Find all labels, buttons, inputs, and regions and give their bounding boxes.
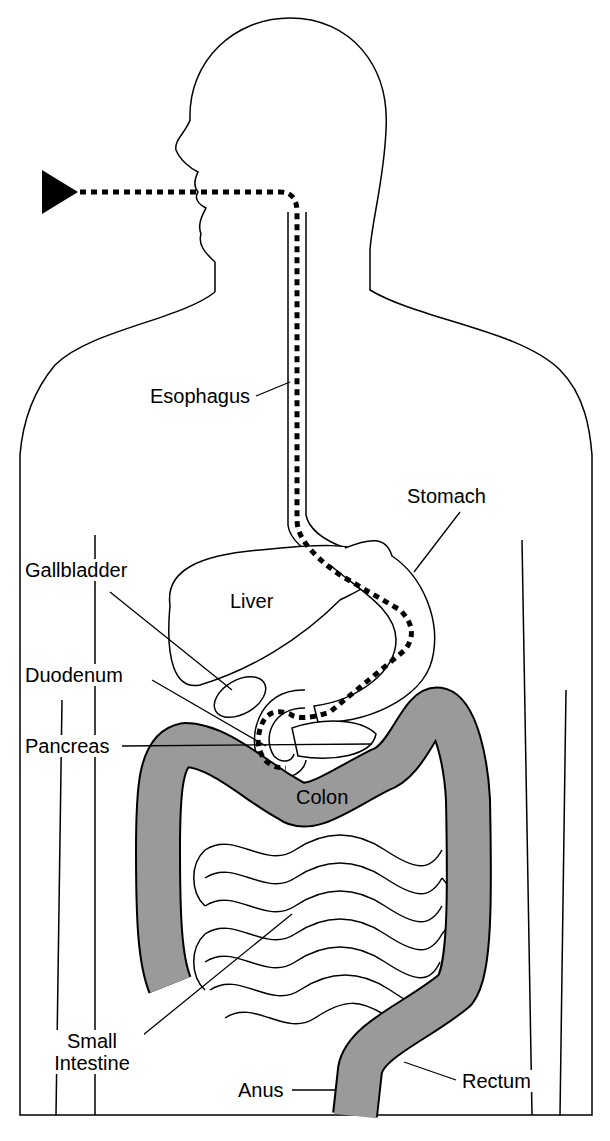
leader-line (110, 592, 232, 690)
leader-line (292, 1089, 336, 1090)
intestine-loop (205, 835, 442, 866)
intestine-loop (225, 1003, 385, 1023)
part-label: Small Intestine (40, 1030, 144, 1074)
leader-line (414, 512, 460, 572)
intestine-loop (205, 863, 442, 894)
colon-outline (158, 710, 469, 1115)
part-label: Liver (228, 590, 275, 612)
arm-line (94, 535, 96, 1115)
leader-line (122, 744, 372, 746)
intestine-loop (205, 919, 442, 950)
pancreas-outline (292, 721, 376, 758)
frame-line (20, 455, 592, 1115)
part-label: Esophagus (148, 385, 252, 407)
leader-line (404, 1062, 456, 1080)
part-label: Stomach (405, 485, 488, 507)
part-label: Pancreas (23, 735, 112, 757)
food-path (80, 192, 411, 768)
part-label: Anus (236, 1079, 286, 1101)
part-label: Gallbladder (23, 559, 129, 581)
leader-line (132, 914, 292, 1044)
leader-line (256, 382, 290, 396)
part-label: Colon (294, 786, 350, 808)
intestine-loop (205, 947, 440, 978)
colon-fill (158, 710, 469, 1116)
intestine-loop (194, 850, 453, 990)
part-label: Duodenum (23, 664, 125, 686)
esophagus-wall (288, 212, 330, 565)
body-outline (20, 292, 215, 455)
arm-line (522, 540, 532, 1115)
leader-line (152, 680, 266, 746)
entry-arrowhead (42, 170, 78, 214)
arm-line (560, 690, 566, 1115)
intestine-loop (210, 975, 428, 1006)
esophagus-wall (306, 212, 345, 548)
intestine-loop (205, 891, 442, 922)
part-label: Rectum (460, 1070, 533, 1092)
